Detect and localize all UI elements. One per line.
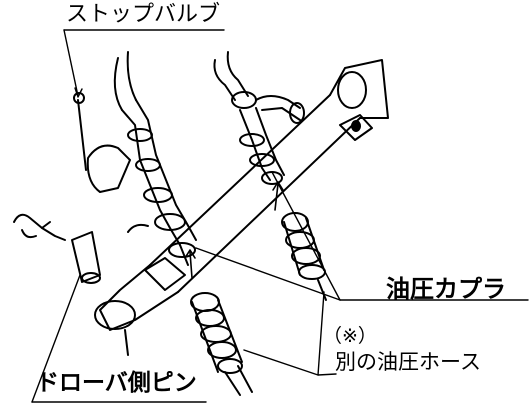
- stop-valve: [73, 51, 137, 193]
- hydraulic-coupler-label: 油圧カプラ: [386, 275, 506, 303]
- leader-lines: [31, 29, 529, 403]
- right-hose-assembly: [281, 212, 327, 301]
- lower-hose-assembly: [190, 292, 253, 396]
- upper-hose-assembly: [213, 51, 305, 185]
- note-mark-label: （※）: [323, 325, 377, 347]
- drawbar-pin: [13, 213, 101, 284]
- stop-valve-label: ストップバルブ: [66, 2, 221, 27]
- connection-arrows: [184, 181, 284, 279]
- other-hose-label: 別の油圧ホース: [335, 350, 481, 374]
- drawbar-tube: [149, 59, 389, 293]
- drawbar-bracket: [94, 257, 186, 356]
- drawbar-pin-label: ドローバ側ピン: [36, 370, 197, 396]
- left-hose-assembly: [121, 99, 197, 266]
